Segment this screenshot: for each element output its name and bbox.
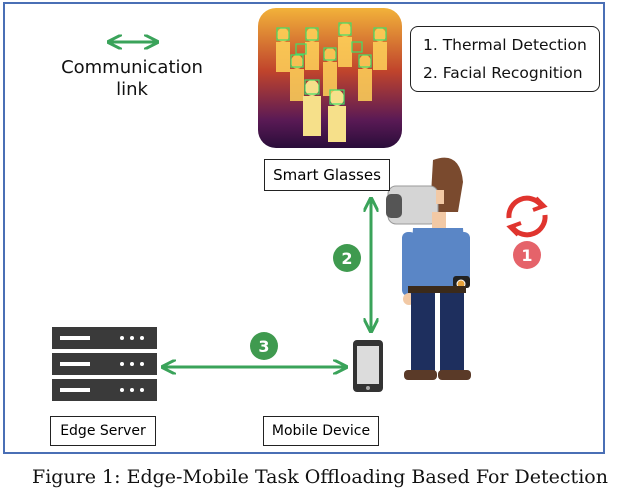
legend-label: Communication link <box>60 57 204 101</box>
phone-icon <box>353 340 383 392</box>
steps-box: 1. Thermal Detection 2. Facial Recogniti… <box>410 26 600 92</box>
svg-text:3: 3 <box>258 337 269 356</box>
badge-3: 3 <box>250 332 278 360</box>
mobile-device-label: Mobile Device <box>263 416 379 446</box>
svg-text:1: 1 <box>521 246 532 265</box>
legend-line-2: link <box>116 79 148 100</box>
person-vr-icon <box>386 157 471 380</box>
thermal-image <box>258 8 402 148</box>
badge-1: 1 <box>513 241 541 269</box>
step-facial-recognition: 2. Facial Recognition <box>423 64 583 82</box>
edge-server-label: Edge Server <box>50 416 156 446</box>
step-thermal-detection: 1. Thermal Detection <box>423 36 587 54</box>
refresh-icon <box>506 195 548 238</box>
server-icon <box>52 327 157 401</box>
svg-text:2: 2 <box>341 249 352 268</box>
legend-line-1: Communication <box>61 57 203 78</box>
diagram-canvas: 1 2 3 <box>52 8 548 401</box>
figure-caption: Figure 1: Edge-Mobile Task Offloading Ba… <box>32 466 608 488</box>
badge-2: 2 <box>333 244 361 272</box>
smart-glasses-label: Smart Glasses <box>264 159 390 191</box>
diagram-frame <box>3 2 605 454</box>
